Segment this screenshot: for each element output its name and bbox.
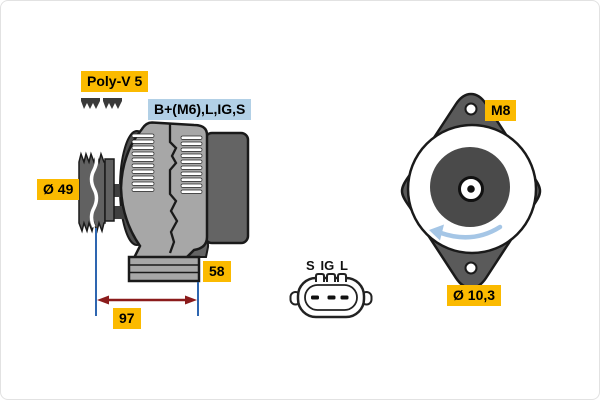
rotation-arrow-icon (429, 224, 503, 241)
rear-housing (203, 131, 250, 245)
mounting-hole-bottom (464, 261, 478, 275)
connector-pin-labels: S IG L (306, 258, 348, 274)
connector-tabs (315, 273, 347, 282)
break-line (89, 150, 99, 228)
shaft-center (467, 185, 475, 193)
hole-diameter-label: Ø 10,3 (447, 285, 502, 306)
front-view (400, 92, 542, 290)
pin-l-label: L (340, 258, 348, 273)
casting-joint (168, 124, 179, 254)
belt-profile-icon (81, 98, 122, 109)
terminals-label: B+(M6),L,IG,S (148, 99, 252, 120)
dimension-extension-lines (95, 228, 199, 316)
connector-inner-outline (304, 284, 358, 311)
pin-s-label: S (306, 258, 315, 273)
mounting-foot (127, 255, 201, 283)
belt-type-label: Poly-V 5 (81, 71, 149, 92)
connector-view (289, 273, 373, 319)
dimension-58-label: 58 (203, 261, 231, 282)
cooling-vents (131, 133, 203, 194)
side-view (78, 98, 250, 316)
pulley (78, 150, 115, 234)
connector-pins (311, 295, 349, 300)
dimension-arrow-97 (97, 295, 197, 305)
pulley-diameter-label: Ø 49 (37, 179, 80, 200)
thread-size-label: M8 (485, 100, 517, 121)
dimension-97-label: 97 (113, 308, 141, 329)
pin-ig-label: IG (320, 258, 335, 273)
mounting-hole-top (464, 102, 478, 116)
